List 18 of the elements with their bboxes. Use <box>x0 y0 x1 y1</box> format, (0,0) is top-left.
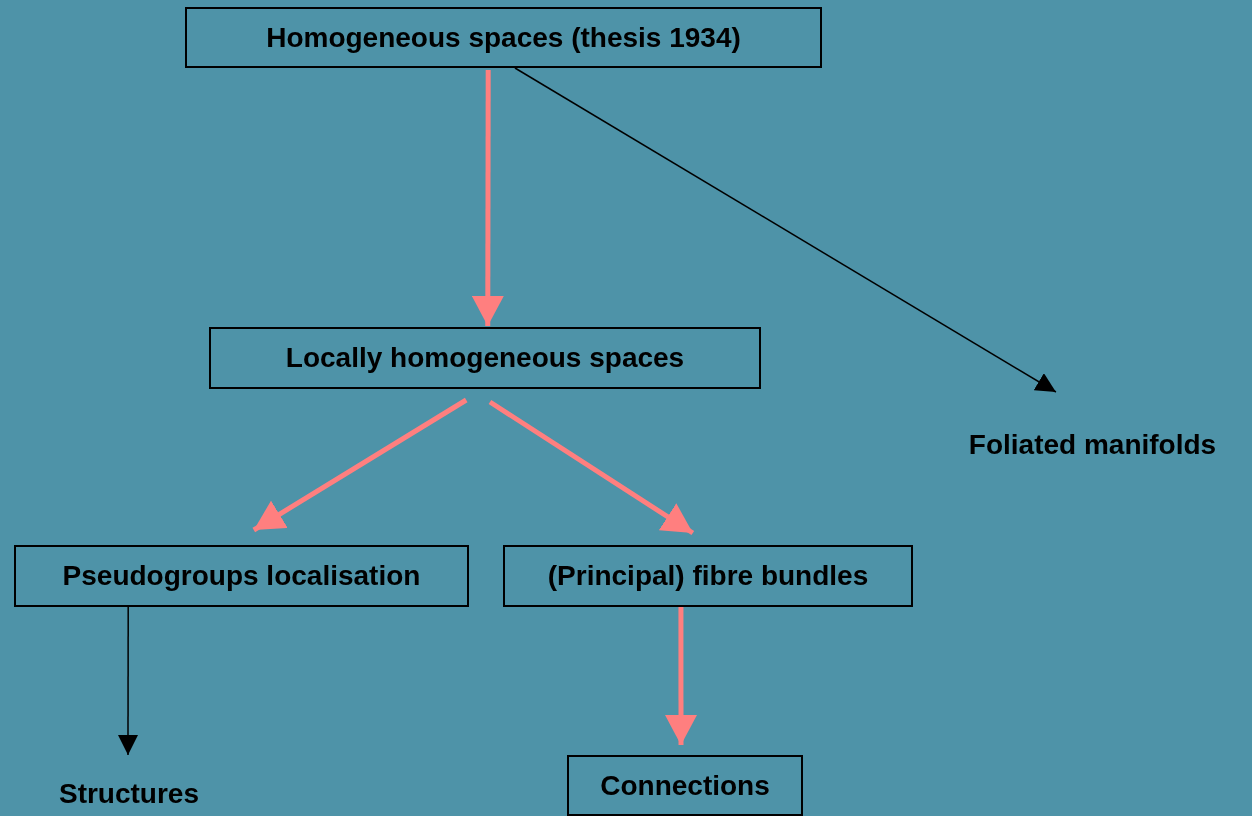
node-label: Structures <box>58 778 199 810</box>
box <box>567 755 803 816</box>
arrow <box>488 399 695 536</box>
box-label: Homogeneous spaces (thesis 1934) <box>266 21 741 54</box>
arrow <box>665 607 697 745</box>
box <box>503 545 913 607</box>
box-label: Pseudogroups localisation <box>62 560 421 592</box>
box <box>14 545 469 607</box>
arrow <box>118 606 138 756</box>
box <box>209 327 761 389</box>
box-label: Locally homogeneous spaces <box>285 342 685 374</box>
arrow <box>252 397 468 533</box>
node-label: Foliated manifolds <box>968 429 1217 461</box>
box-label: (Principal) fibre bundles <box>547 560 869 592</box>
box <box>185 7 822 68</box>
arrow <box>471 70 504 326</box>
arrow <box>514 67 1057 393</box>
box-label: Connections <box>600 769 770 802</box>
